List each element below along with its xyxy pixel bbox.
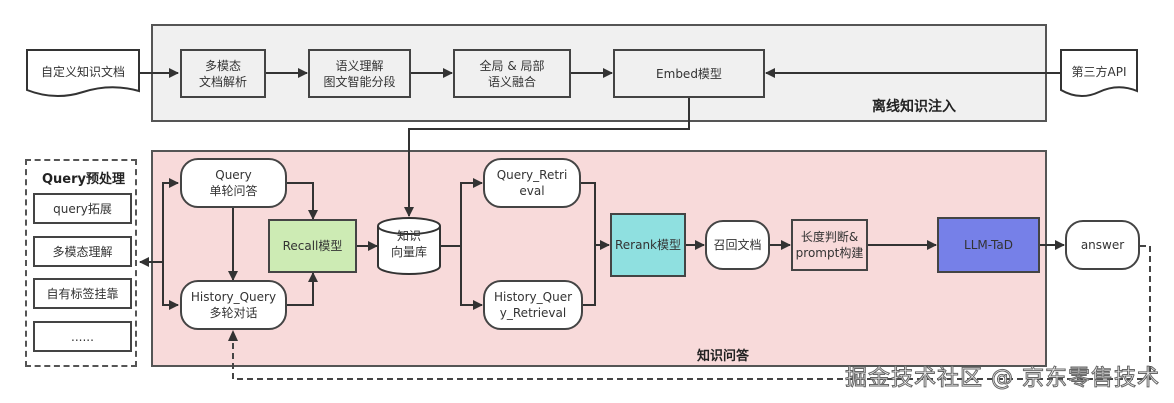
preprocess-item-multimodal: 多模态理解 bbox=[33, 236, 132, 267]
multi-turn-history-node: History_Query 多轮对话 bbox=[180, 280, 287, 330]
third-party-api-source: 第三方API bbox=[1071, 65, 1127, 79]
semantic-segment-step: 语义理解 图文智能分段 bbox=[308, 49, 411, 98]
recalled-docs-node: 召回文档 bbox=[705, 220, 770, 270]
vector-db-cylinder bbox=[377, 217, 441, 275]
arrow-db-to-query-retrieval bbox=[440, 178, 483, 247]
third-party-api-shape bbox=[1060, 49, 1138, 97]
embed-model-step: Embed模型 bbox=[613, 49, 765, 98]
knowledge-qa-label: 知识问答 bbox=[697, 349, 750, 364]
semantic-fusion-step: 全局 & 局部 语义融合 bbox=[453, 49, 571, 98]
watermark: 掘金技术社区 @ 京东零售技术 bbox=[845, 366, 1160, 392]
preprocess-item-tagging: 自有标签挂靠 bbox=[33, 278, 132, 309]
feedback-arrowhead bbox=[228, 330, 238, 341]
line-retrievals-merge bbox=[581, 182, 596, 306]
custom-doc-source: 自定义知识文档 bbox=[40, 65, 125, 79]
prompt-build-node: 长度判断& prompt构建 bbox=[791, 219, 868, 271]
arrow-to-single-turn bbox=[162, 178, 179, 262]
llm-tad-node: LLM-TaD bbox=[937, 217, 1040, 273]
arrow-db-to-history-retrieval bbox=[460, 246, 483, 310]
answer-node: answer bbox=[1065, 220, 1140, 270]
single-turn-query-node: Query 单轮问答 bbox=[180, 158, 287, 208]
arrow-to-multi-turn bbox=[162, 262, 179, 310]
query-preprocess-title: Query预处理 bbox=[42, 172, 126, 187]
vector-db-label: 知识 向量库 bbox=[390, 229, 427, 259]
multimodal-doc-parse-step: 多模态 文档解析 bbox=[180, 49, 266, 98]
arrow-multi-to-recall bbox=[287, 272, 318, 306]
history-query-retrieval-node: History_Quer y_Retrieval bbox=[483, 280, 583, 330]
arrow-single-to-recall bbox=[287, 182, 318, 220]
preprocess-item-query-expand: query拓展 bbox=[33, 193, 132, 224]
rerank-model-node: Rerank模型 bbox=[610, 213, 686, 277]
feedback-answer-to-history bbox=[232, 245, 1151, 380]
custom-doc-shape bbox=[26, 49, 140, 97]
preprocess-item-more: ...... bbox=[33, 321, 132, 352]
recall-model-node: Recall模型 bbox=[268, 219, 357, 273]
query-retrieval-node: Query_Retri eval bbox=[483, 158, 581, 208]
offline-injection-label: 离线知识注入 bbox=[872, 99, 956, 115]
arrow-embed-to-vectordb bbox=[404, 97, 690, 217]
